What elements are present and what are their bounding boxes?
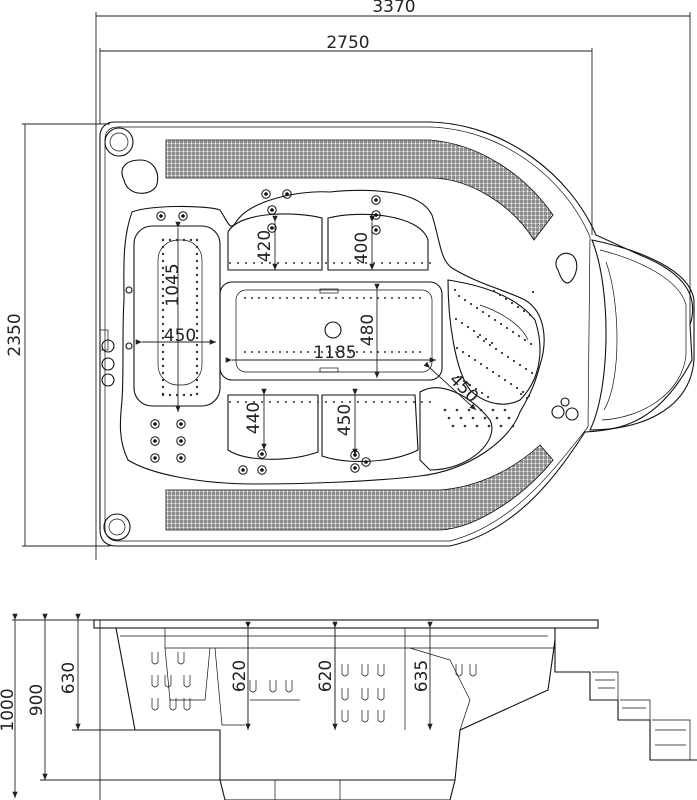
dim-seat-depth-c: 635: [412, 660, 432, 692]
dim-shell-width: 2750: [326, 33, 369, 53]
dim-overall-width: 3370: [372, 0, 415, 17]
side-jet-icon: [361, 688, 369, 701]
bottom-grate: [165, 444, 554, 531]
dim-left-seat-width: 450: [164, 326, 196, 346]
side-view: 1000 900 630 620 620 635: [0, 613, 697, 800]
jet-icon: [261, 189, 271, 199]
jet-icon: [267, 223, 277, 233]
top-view: 3370 2750 2350 1045 450 420 400 480 1185…: [5, 0, 695, 560]
dim-overall-depth: 2350: [5, 313, 25, 356]
dim-footwell-width: 1185: [313, 343, 356, 363]
side-jet-icon: [469, 664, 477, 677]
headrest: [589, 239, 695, 431]
jet-icon: [350, 463, 360, 473]
jet-icon: [371, 225, 381, 235]
side-jet-icon: [361, 710, 369, 723]
jet-icon: [257, 465, 267, 475]
jet-icon: [150, 436, 160, 446]
side-jet-icon: [341, 688, 349, 701]
dim-upper-seat-b: 400: [352, 232, 372, 264]
side-jet-icon: [183, 675, 191, 688]
outer-shell-outline: [99, 121, 694, 547]
jet-icon: [176, 453, 186, 463]
dim-left-seat-length: 1045: [163, 263, 183, 306]
side-jet-icon: [249, 680, 257, 693]
side-jet-icon: [151, 675, 159, 688]
jet-icon: [176, 419, 186, 429]
jet-icon: [178, 211, 188, 221]
jet-icon: [371, 195, 381, 205]
jet-icon: [371, 210, 381, 220]
top-grate: [165, 139, 554, 241]
rim: [93, 619, 599, 629]
jet-icon: [282, 189, 292, 199]
dim-seat-depth-a: 620: [230, 660, 250, 692]
jet-icon: [150, 419, 160, 429]
jet-icon: [257, 449, 267, 459]
jet-icon: [238, 465, 248, 475]
side-jet-icon: [183, 698, 191, 711]
side-jet-icon: [269, 680, 277, 693]
jet-icon: [361, 457, 371, 467]
jet-icon: [156, 211, 166, 221]
jet-icon: [150, 453, 160, 463]
jet-icon: [350, 450, 360, 460]
side-jet-icon: [361, 664, 369, 677]
dim-seat-depth-b: 620: [316, 660, 336, 692]
left-seat: [133, 225, 221, 407]
dim-upper-seat-a: 420: [255, 230, 275, 262]
dim-lower-seat-a: 440: [244, 402, 264, 434]
air-holes: [161, 238, 535, 428]
side-jet-icon: [377, 710, 385, 723]
side-jet-icon: [151, 698, 159, 711]
side-jet-icon: [164, 675, 172, 688]
dim-lower-seat-b: 450: [335, 404, 355, 436]
inner-basin-outline: [119, 189, 545, 485]
dim-corner-seat: 450: [445, 370, 482, 407]
side-jet-icon: [169, 698, 177, 711]
dim-shell-height: 900: [27, 684, 47, 716]
side-jet-icon: [341, 664, 349, 677]
side-jet-icon: [455, 664, 463, 677]
side-jet-group: [151, 652, 477, 723]
footwell: [219, 281, 443, 381]
jet-icon: [267, 205, 277, 215]
dim-footwell-depth: 480: [358, 314, 378, 346]
side-jet-icon: [377, 688, 385, 701]
side-jet-icon: [285, 680, 293, 693]
side-jet-icon: [177, 652, 185, 665]
dim-seat-depth: 630: [59, 662, 79, 694]
side-jet-icon: [151, 652, 159, 665]
side-jet-icon: [377, 664, 385, 677]
side-jet-icon: [341, 710, 349, 723]
dim-total-height: 1000: [0, 688, 18, 731]
jet-icon: [176, 436, 186, 446]
jet-group: [150, 189, 381, 475]
